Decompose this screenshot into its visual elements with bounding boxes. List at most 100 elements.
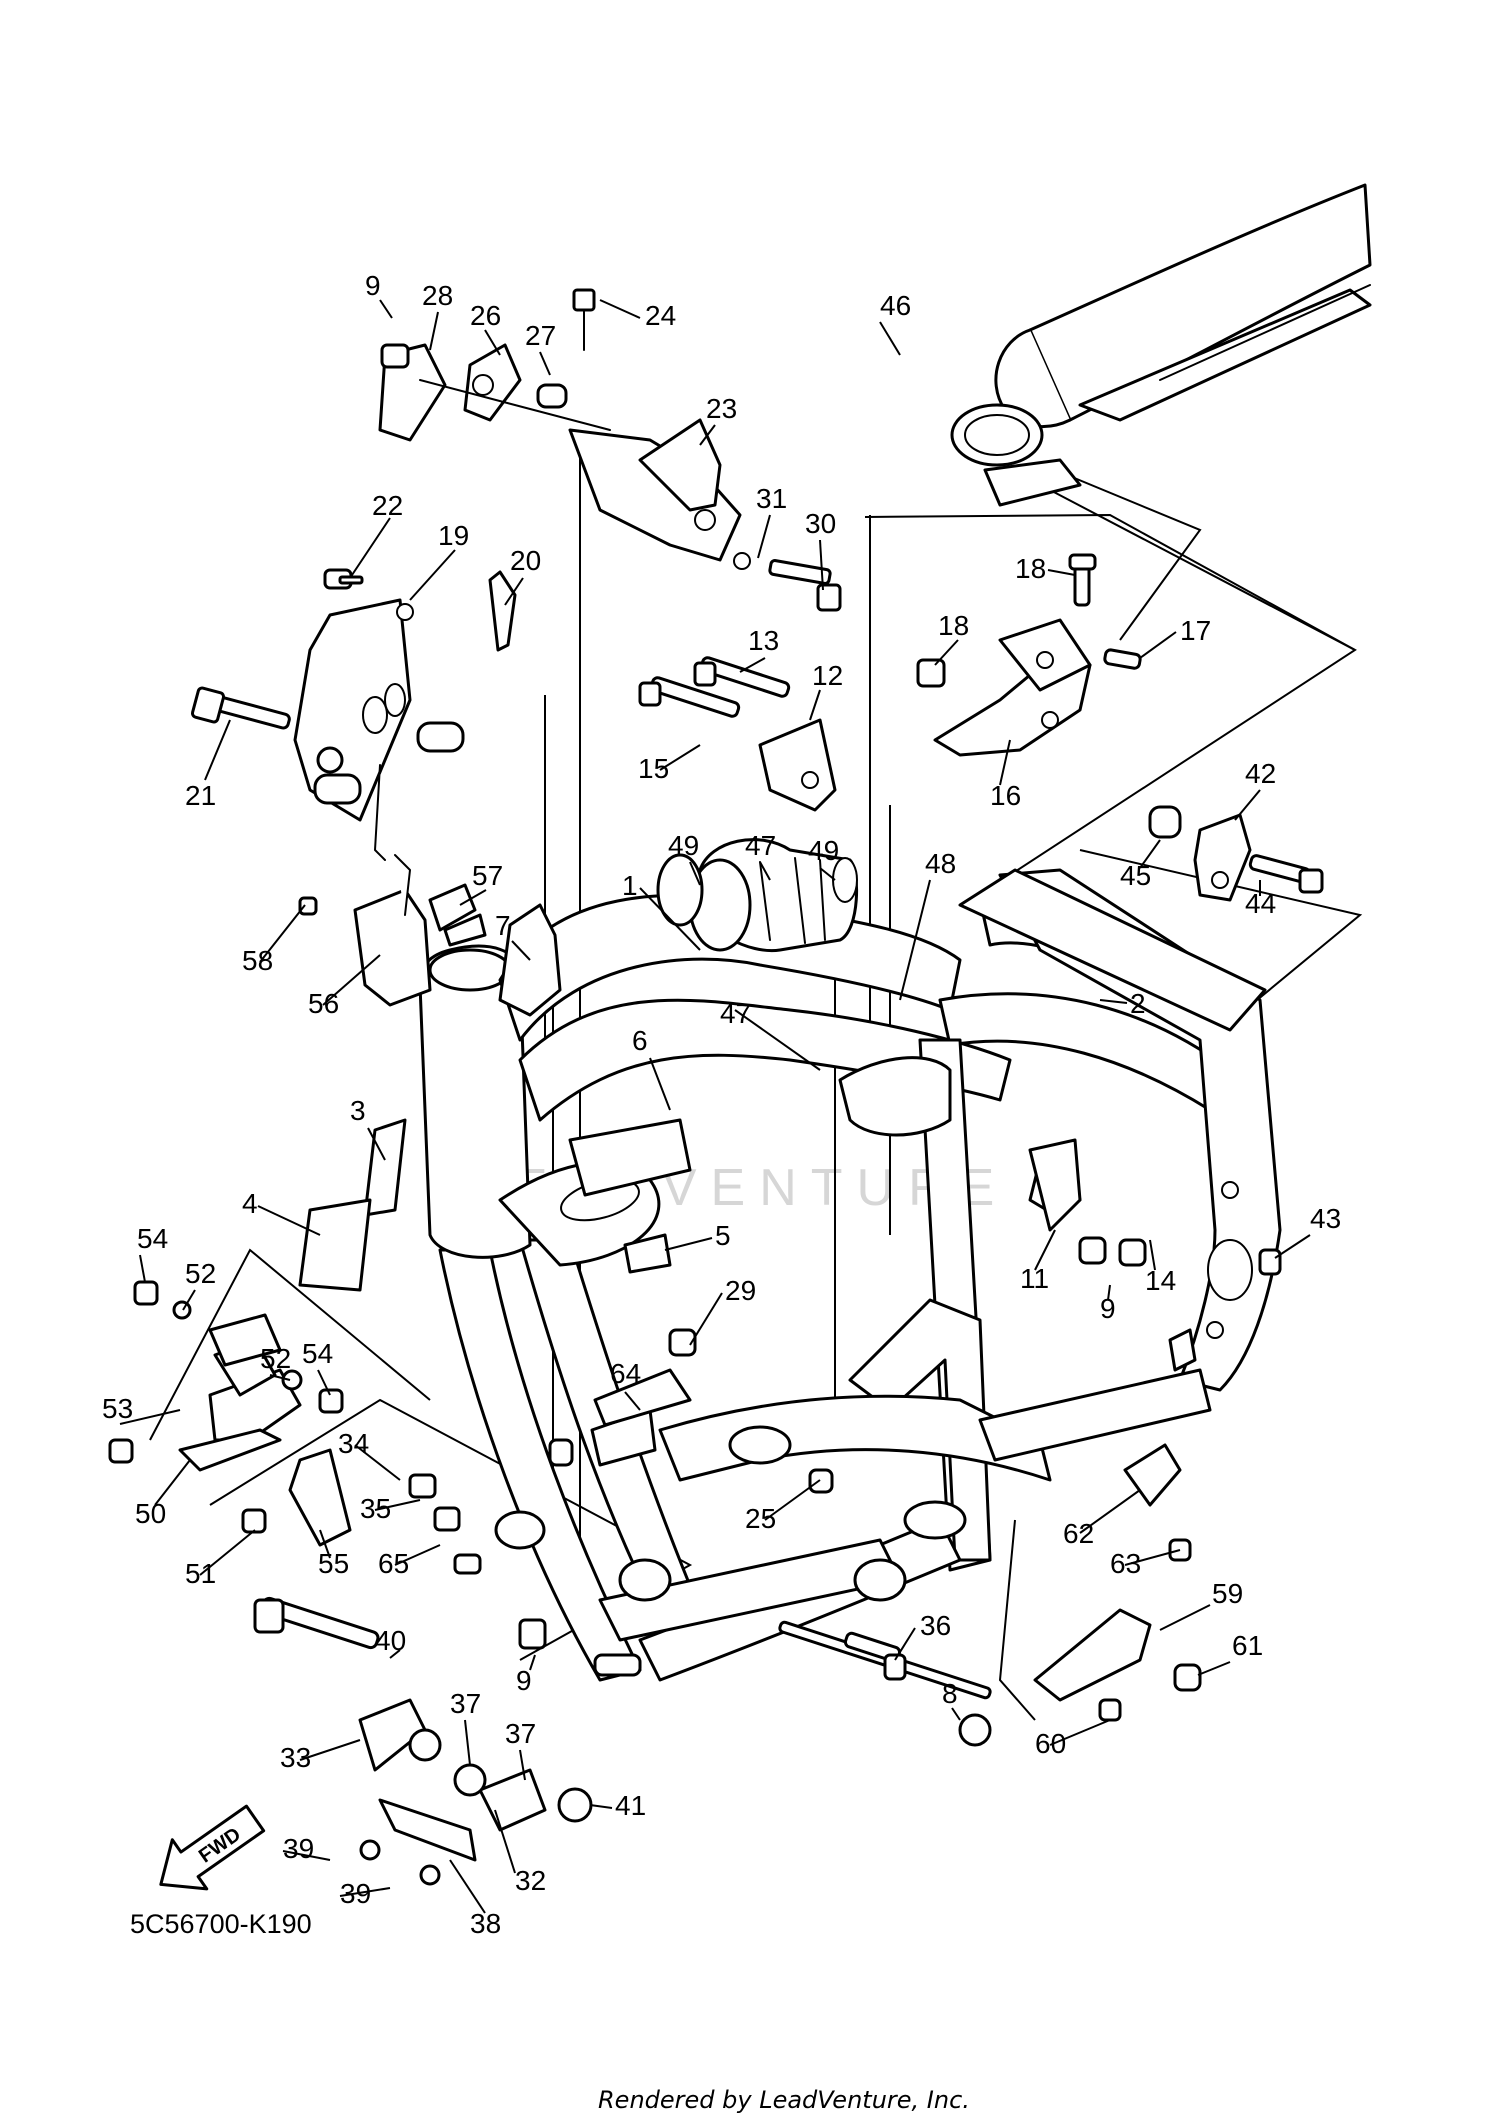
callout-12: 12 (812, 660, 843, 691)
bracket-12 (638, 656, 837, 812)
leader-line (449, 1859, 486, 1914)
callout-3: 3 (350, 1095, 366, 1126)
leader-line (379, 299, 393, 319)
callout-labels: 1 2 3 4 5 6 7 8 9 9 9 11 12 13 14 15 16 … (102, 270, 1341, 1939)
leader-line (511, 940, 531, 961)
callout-40: 40 (375, 1625, 406, 1656)
leader-line (819, 539, 824, 591)
leader-line (317, 1369, 331, 1396)
leader-line (259, 904, 306, 963)
callout-57: 57 (472, 860, 503, 891)
leader-line (374, 1499, 421, 1511)
callout-9-top: 9 (365, 270, 381, 301)
leader-line (589, 1804, 613, 1809)
leader-line (1197, 1661, 1231, 1676)
fwd-arrow-icon: FWD (159, 1804, 266, 1891)
callout-52-top: 52 (185, 1258, 216, 1289)
leader-line (599, 299, 641, 319)
callout-7: 7 (495, 910, 511, 941)
leader-line (494, 1809, 516, 1874)
leader-line (349, 517, 391, 579)
leader-line (257, 1205, 321, 1236)
leader-line (639, 887, 701, 951)
callout-44: 44 (1245, 888, 1276, 919)
callout-30: 30 (805, 508, 836, 539)
callout-9-right: 9 (1100, 1293, 1116, 1324)
leader-line (519, 1749, 526, 1781)
callout-11: 11 (1020, 1263, 1049, 1294)
exhaust-muffler (950, 183, 1372, 507)
callout-5: 5 (715, 1220, 731, 1251)
leader-line (999, 739, 1011, 786)
upper-mount-23 (378, 288, 842, 612)
leader-line (624, 1391, 641, 1411)
callout-13: 13 (748, 625, 779, 656)
callout-65: 65 (378, 1548, 409, 1579)
callout-6: 6 (632, 1025, 648, 1056)
callout-58: 58 (242, 945, 273, 976)
callout-22: 22 (372, 490, 403, 521)
leader-line (879, 321, 901, 356)
callout-47-top: 47 (745, 830, 776, 861)
leader-line (734, 1009, 821, 1071)
leader-line (1034, 1229, 1056, 1271)
leader-line (1139, 631, 1177, 659)
callout-37-top: 37 (450, 1688, 481, 1719)
leader-line (394, 1544, 441, 1566)
leader-line (299, 1739, 361, 1761)
rear-hardware (548, 1138, 1282, 1747)
leader-line (322, 954, 381, 1006)
callout-42: 42 (1245, 758, 1276, 789)
callout-21: 21 (185, 780, 216, 811)
callout-23: 23 (706, 393, 737, 424)
callout-37-lower: 37 (505, 1718, 536, 1749)
callout-32: 32 (515, 1865, 546, 1896)
leader-line (529, 1654, 536, 1671)
bracket-42 (1148, 805, 1324, 902)
callout-54-mid: 54 (302, 1338, 333, 1369)
leader-line (899, 879, 931, 1001)
leader-line (204, 719, 231, 781)
callout-61: 61 (1232, 1630, 1263, 1661)
callout-18-left: 18 (938, 610, 969, 641)
leader-line (819, 867, 836, 881)
leader-line (1124, 1549, 1181, 1566)
leader-line (154, 1459, 191, 1506)
engine-bracket-19 (190, 568, 517, 861)
leader-line (1099, 999, 1128, 1004)
callout-60: 60 (1035, 1728, 1066, 1759)
rubber-mount-47 (656, 838, 952, 1137)
leader-line (1139, 839, 1161, 869)
leader-line (757, 514, 771, 559)
leader-line (354, 1444, 401, 1481)
leader-line (1274, 1234, 1311, 1259)
leader-line (664, 1237, 713, 1251)
engine-mount-lower (253, 1473, 642, 1886)
callout-45: 45 (1120, 860, 1151, 891)
callout-53: 53 (102, 1393, 133, 1424)
leader-line (389, 1649, 401, 1659)
callout-52-mid: 52 (260, 1343, 291, 1374)
leader-line (504, 577, 524, 606)
callout-14: 14 (1145, 1265, 1176, 1296)
leader-line (739, 657, 766, 673)
callout-4: 4 (242, 1188, 258, 1219)
callout-59: 59 (1212, 1578, 1243, 1609)
leader-line (319, 1529, 331, 1559)
callout-63: 63 (1110, 1548, 1141, 1579)
leader-line (282, 1850, 331, 1861)
callout-24: 24 (645, 300, 676, 331)
leader-line (934, 639, 959, 666)
render-credit: Rendered by LeadVenture, Inc. (598, 2086, 970, 2114)
callout-9-lower: 9 (516, 1665, 532, 1696)
callout-56: 56 (308, 988, 339, 1019)
leader-line (689, 1292, 723, 1346)
diagram-code: 5C56700-K190 (130, 1909, 312, 1939)
callout-39-top: 39 (283, 1833, 314, 1864)
callout-54-top: 54 (137, 1223, 168, 1254)
leader-line (1107, 1284, 1111, 1301)
callout-15: 15 (638, 753, 669, 784)
leader-line (1047, 569, 1076, 576)
leader-line (809, 689, 821, 721)
